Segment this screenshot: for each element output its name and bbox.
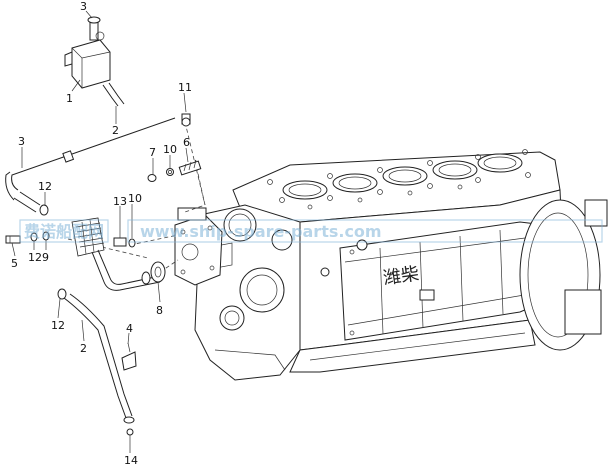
dipstick-tube-part-2 bbox=[57, 288, 135, 436]
callout-12-upper: 12 bbox=[38, 180, 52, 193]
fittings-7-10-6 bbox=[147, 159, 202, 182]
cylinder-bores bbox=[282, 153, 523, 200]
callout-9: 9 bbox=[42, 251, 49, 264]
callout-12-lower: 12 bbox=[51, 319, 65, 332]
callout-7: 7 bbox=[149, 146, 156, 159]
callout-8: 8 bbox=[156, 304, 163, 317]
flange-gasket-part-8 bbox=[141, 261, 166, 285]
callout-6: 6 bbox=[183, 136, 190, 149]
deck-bolt-holes bbox=[267, 149, 531, 210]
callout-3-pipe: 3 bbox=[18, 135, 25, 148]
rear-housing bbox=[519, 199, 608, 351]
callout-leaders bbox=[11, 10, 189, 453]
watermark: 费诺船配网 www.ship-spare-parts.com bbox=[19, 219, 603, 243]
callout-13: 13 bbox=[113, 195, 127, 208]
casting-logo: 潍柴 bbox=[382, 263, 421, 289]
callout-5: 5 bbox=[11, 257, 18, 270]
watermark-left-text: 费诺船配网 bbox=[24, 222, 104, 241]
callout-11: 11 bbox=[178, 81, 192, 94]
callout-12-middle: 12 bbox=[28, 251, 42, 264]
engine-block: 潍柴 bbox=[174, 149, 608, 381]
callout-10-lower: 10 bbox=[128, 192, 142, 205]
clip-part-4 bbox=[121, 342, 137, 371]
breather-pipe-part-3 bbox=[5, 117, 176, 216]
elbow-fitting-part-11 bbox=[181, 113, 191, 127]
callout-labels: 3 1 2 3 11 7 10 6 12 13 10 5 12 9 8 12 2… bbox=[11, 0, 192, 466]
callout-10-upper: 10 bbox=[163, 143, 177, 156]
callout-2-lower: 2 bbox=[80, 342, 87, 355]
oil-cooler-flange bbox=[174, 207, 223, 286]
callout-2-upper: 2 bbox=[112, 124, 119, 137]
callout-1: 1 bbox=[66, 92, 73, 105]
callout-14: 14 bbox=[124, 454, 138, 466]
breather-assembly-part-1 bbox=[64, 16, 125, 107]
watermark-right-text: www.ship-spare-parts.com bbox=[140, 222, 382, 241]
callout-4: 4 bbox=[126, 322, 133, 335]
callout-3-top: 3 bbox=[80, 0, 87, 13]
cooler-core-part bbox=[71, 217, 161, 291]
